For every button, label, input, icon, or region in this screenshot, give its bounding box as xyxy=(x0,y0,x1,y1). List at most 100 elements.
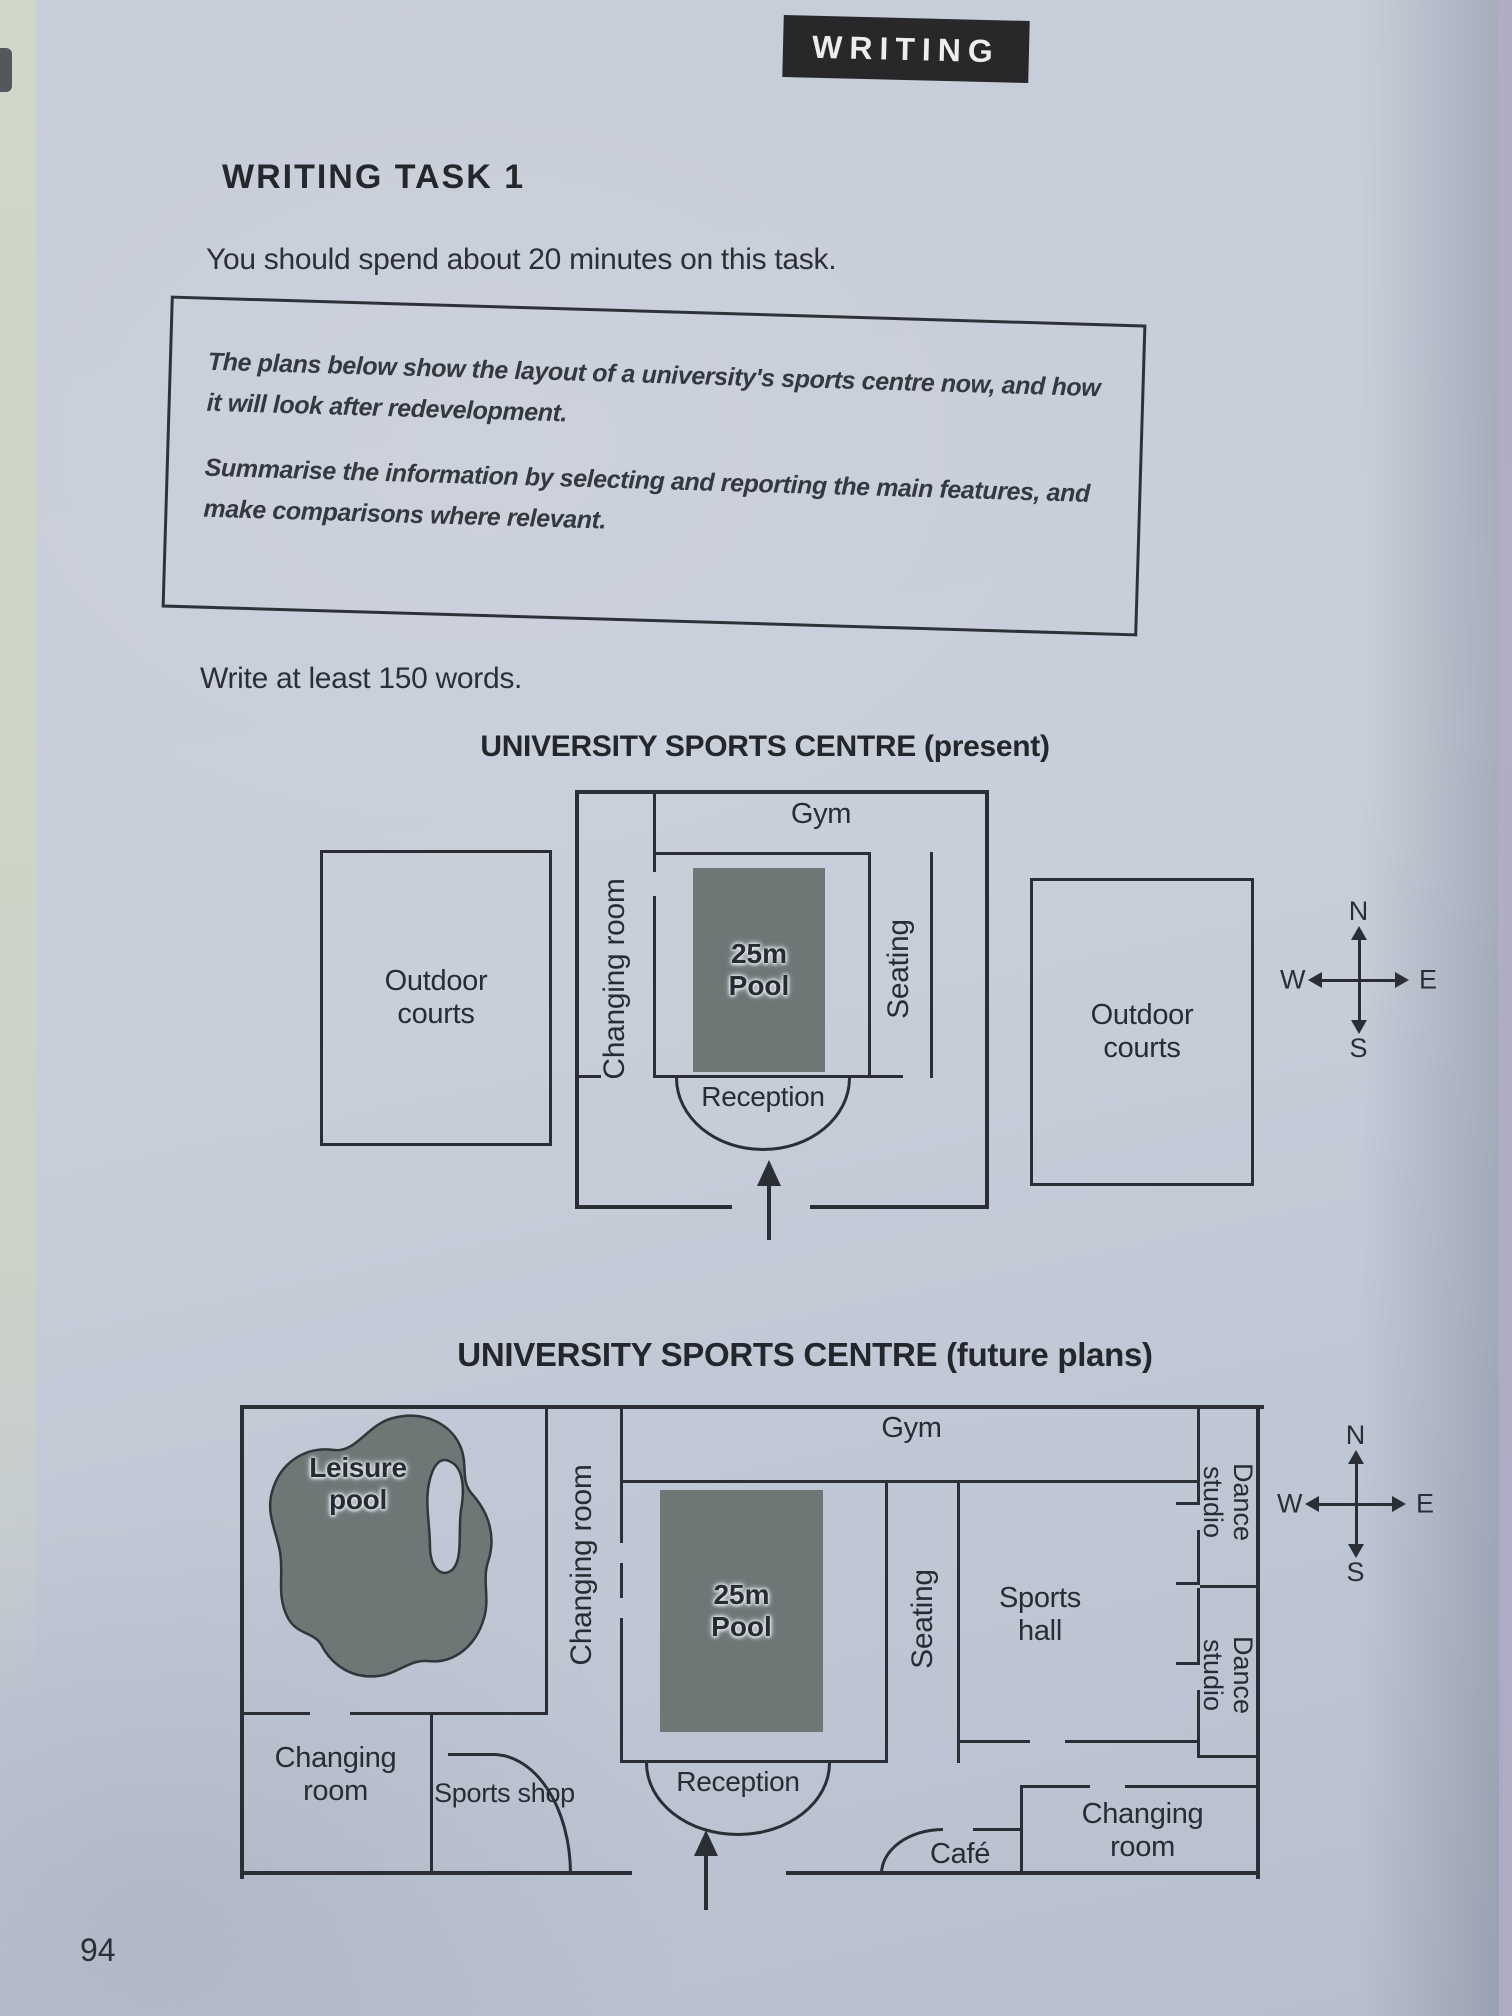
future-plan-title: UNIVERSITY SPORTS CENTRE (future plans) xyxy=(457,1336,1153,1373)
door-stub xyxy=(1176,1582,1197,1585)
adjacent-page-edge xyxy=(0,0,36,1760)
changing-room-southwest-label: Changing room xyxy=(274,1742,397,1807)
wall xyxy=(957,1483,960,1763)
wall xyxy=(656,1075,871,1078)
entrance-arrow-future-head xyxy=(694,1830,718,1856)
wall xyxy=(545,1409,548,1715)
leisure-pool-label: Leisure pool xyxy=(309,1452,407,1515)
compass-horizontal-axis xyxy=(1313,1503,1398,1506)
outdoor-courts-east-label: Outdoor courts xyxy=(1090,999,1194,1064)
wall xyxy=(448,1753,493,1756)
door-stub xyxy=(1176,1662,1197,1665)
wall xyxy=(350,1712,548,1715)
compass-east-arrow xyxy=(1395,972,1409,988)
entrance-arrow-stem xyxy=(767,1184,771,1240)
wall xyxy=(244,1712,310,1715)
dance-studio-south-label: Dance studio xyxy=(1198,1635,1258,1715)
sports-shop-label: Sports shop xyxy=(434,1778,575,1808)
changing-room-west-label: Changing room xyxy=(565,1464,598,1666)
wall xyxy=(240,1405,244,1879)
entrance-arrow-future-stem xyxy=(704,1854,708,1910)
wall xyxy=(240,1405,1264,1409)
door-stub xyxy=(1176,1502,1197,1505)
wall xyxy=(1200,1755,1256,1758)
length-instruction: Write at least 150 words. xyxy=(200,662,523,695)
present-plan-title: UNIVERSITY SPORTS CENTRE (present) xyxy=(480,730,1050,763)
compass-north-label: N xyxy=(1348,896,1369,926)
wall xyxy=(1197,1409,1200,1505)
wall xyxy=(623,1760,888,1763)
dance-studio-north-label: Dance studio xyxy=(1198,1462,1258,1542)
page-edge-mark xyxy=(0,48,12,92)
changing-room-label: Changing room xyxy=(598,878,631,1080)
wall xyxy=(1020,1785,1023,1871)
wall xyxy=(1125,1785,1260,1788)
compass-south-label: S xyxy=(1346,1557,1365,1587)
prompt-box: The plans below show the layout of a uni… xyxy=(161,295,1147,637)
gym-label-future: Gym xyxy=(881,1412,942,1444)
outdoor-courts-east: Outdoor courts xyxy=(1030,878,1254,1186)
wall xyxy=(1023,1785,1090,1788)
reception-future-label: Reception xyxy=(676,1766,800,1797)
pool-25m-future: 25m Pool xyxy=(660,1490,823,1732)
wall xyxy=(656,852,868,855)
wall xyxy=(1197,1530,1200,1585)
page-number: 94 xyxy=(80,1932,116,1968)
wall xyxy=(575,1205,732,1209)
reception-label: Reception xyxy=(701,1081,825,1112)
compass-north-arrow xyxy=(1350,926,1367,940)
compass-north-arrow xyxy=(1347,1450,1364,1464)
wall xyxy=(575,790,989,794)
wall xyxy=(653,794,656,872)
compass-west-arrow xyxy=(1305,1496,1319,1512)
task-heading: WRITING TASK 1 xyxy=(222,158,526,196)
wall xyxy=(653,896,656,1078)
compass-west-label: W xyxy=(1277,1488,1303,1519)
reception-area: Reception xyxy=(675,1078,851,1151)
time-instruction: You should spend about 20 minutes on thi… xyxy=(206,243,837,276)
wall xyxy=(973,1828,1020,1831)
compass-west-arrow xyxy=(1308,972,1322,988)
cafe-label: Café xyxy=(929,1838,991,1870)
seating-future-label: Seating xyxy=(906,1569,939,1669)
wall xyxy=(620,1563,623,1598)
compass-south-arrow xyxy=(1347,1544,1364,1558)
wall xyxy=(786,1871,1260,1875)
compass-present: N S W E xyxy=(1280,896,1437,1063)
compass-future: N S W E xyxy=(1277,1420,1434,1587)
leisure-pool xyxy=(268,1414,493,1678)
pool-25m-label: 25m Pool xyxy=(728,938,790,1001)
pool-25m-future-label: 25m Pool xyxy=(711,1579,772,1642)
wall xyxy=(810,1205,989,1209)
changing-room-southeast-label: Changing room xyxy=(1081,1798,1204,1863)
sports-hall-label: Sports hall xyxy=(998,1582,1081,1647)
wall xyxy=(623,1480,1200,1483)
wall xyxy=(960,1740,1030,1743)
entrance-arrow-head xyxy=(757,1160,781,1186)
wall xyxy=(430,1715,433,1871)
wall xyxy=(579,1075,601,1078)
compass-west-label: W xyxy=(1280,964,1306,995)
wall xyxy=(868,852,871,1078)
reception-area-future: Reception xyxy=(645,1763,831,1836)
leisure-pool-shape xyxy=(268,1414,493,1678)
outdoor-courts-west-label: Outdoor courts xyxy=(384,965,488,1030)
outdoor-courts-west: Outdoor courts xyxy=(320,850,552,1146)
wall xyxy=(1200,1585,1256,1588)
wall xyxy=(620,1409,623,1543)
compass-east-label: E xyxy=(1415,1488,1434,1519)
pool-25m: 25m Pool xyxy=(693,868,825,1072)
page-edge-purple xyxy=(1499,0,1512,2016)
section-tag: WRITING xyxy=(782,15,1030,83)
compass-south-label: S xyxy=(1349,1033,1368,1063)
seating-label: Seating xyxy=(882,919,915,1019)
wall xyxy=(620,1618,623,1763)
compass-east-label: E xyxy=(1418,964,1437,995)
wall xyxy=(1256,1405,1260,1879)
compass-east-arrow xyxy=(1392,1496,1406,1512)
wall xyxy=(985,790,989,1209)
compass-north-label: N xyxy=(1345,1420,1366,1450)
compass-south-arrow xyxy=(1350,1020,1367,1034)
wall xyxy=(1065,1740,1200,1743)
